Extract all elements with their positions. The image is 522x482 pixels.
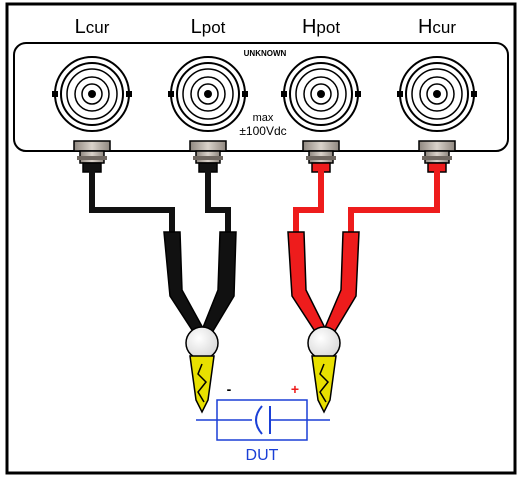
- svg-text:Hcur: Hcur: [418, 16, 456, 38]
- plug-lcur: [73, 140, 111, 173]
- svg-text:Lpot: Lpot: [191, 16, 226, 38]
- dut-minus-label: -: [227, 381, 232, 397]
- max-label: max: [253, 112, 274, 124]
- terminal-label-lpot: Lpot: [191, 16, 226, 38]
- clip-red: [311, 355, 337, 414]
- voltage-label: ±100Vdc: [239, 124, 286, 138]
- clip-black: [189, 355, 215, 414]
- terminal-label-hcur: Hcur: [418, 16, 456, 38]
- dut-label: DUT: [246, 447, 279, 464]
- terminal-label-hpot: Hpot: [302, 16, 340, 38]
- bnc-connector-hcur[interactable]: [397, 56, 477, 132]
- junction-ball-black: [185, 326, 219, 360]
- dut-capacitor: [196, 399, 330, 441]
- bnc-connector-lcur[interactable]: [52, 56, 132, 132]
- plug-lpot: [189, 140, 227, 173]
- terminal-label-lcur: Lcur: [75, 16, 110, 38]
- junction-ball-red: [307, 326, 341, 360]
- unknown-label: UNKNOWN: [244, 49, 287, 58]
- wire-hpot: [293, 170, 324, 240]
- instrument-panel: [13, 42, 509, 152]
- wire-lpot: [205, 170, 231, 240]
- bnc-connector-hpot[interactable]: [281, 56, 361, 132]
- wire-hcur: [348, 170, 440, 240]
- svg-text:Lcur: Lcur: [75, 16, 110, 38]
- svg-text:Hpot: Hpot: [302, 16, 340, 38]
- bnc-connector-lpot[interactable]: [168, 56, 248, 132]
- dut-plus-label: +: [291, 381, 299, 397]
- wire-lcur: [89, 170, 175, 240]
